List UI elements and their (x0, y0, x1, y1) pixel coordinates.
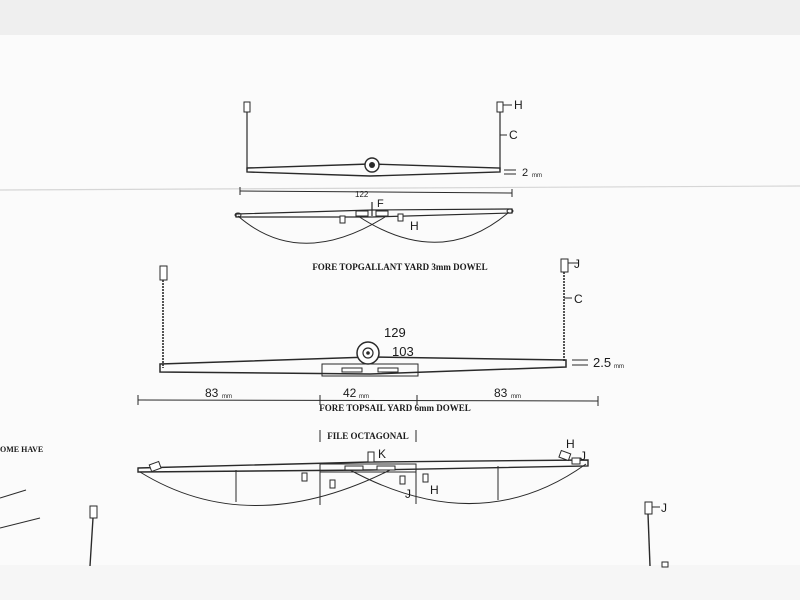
lower-label-h-mid: H (430, 483, 439, 497)
topgallant-label-h-top: H (514, 98, 523, 112)
topsail-label-103: 103 (392, 344, 414, 359)
topgallant-label-dim: 2 (522, 167, 528, 179)
topsail-label-j-top: J (574, 257, 580, 271)
topsail-dim-center: 42 (343, 386, 357, 400)
topgallant-dimension-line (239, 187, 513, 197)
lower-label-j-right: J (580, 449, 586, 463)
sheet-top-edge (0, 0, 800, 35)
side-note-text: OME HAVE (0, 445, 43, 454)
topgallant-label-dim-unit: mm (532, 173, 542, 179)
topsail-label-c: C (574, 292, 583, 306)
topgallant-label-c: C (509, 128, 518, 142)
topsail-label-dim: 2.5 (593, 355, 611, 370)
topgallant-label-h-bottom: H (410, 219, 419, 233)
topsail-dim-left-unit: mm (222, 394, 232, 400)
paper-fold-line (0, 185, 800, 191)
topsail-caption: FORE TOPSAIL YARD 6mm DOWEL (319, 403, 471, 413)
bottom-label-j: J (661, 501, 667, 515)
bottom-left-pole (89, 505, 98, 567)
left-margin-lines (0, 489, 41, 529)
topsail-dim-center-unit: mm (359, 394, 369, 400)
topsail-dim-left: 83 (205, 386, 219, 400)
lower-label-j-mid: J (405, 487, 411, 501)
bottom-right-pole (644, 501, 669, 568)
topsail-dimension-line (137, 395, 599, 406)
topgallant-label-f: F (377, 198, 384, 210)
topgallant-yard-front-view (243, 101, 516, 177)
file-octagonal-bracket (319, 430, 417, 442)
topsail-dim-right: 83 (494, 386, 508, 400)
sheet-bottom-edge (0, 565, 800, 600)
topsail-label-dim-unit: mm (614, 364, 624, 370)
file-octagonal-note: FILE OCTAGONAL (327, 431, 409, 441)
topsail-dim-right-unit: mm (511, 394, 521, 400)
topgallant-partial-dim: 122 (355, 190, 369, 199)
lower-label-h-right: H (566, 437, 575, 451)
topsail-yard-front-view (159, 258, 588, 377)
topgallant-caption: FORE TOPGALLANT YARD 3mm DOWEL (312, 262, 487, 272)
paper-sheet (0, 35, 800, 600)
topgallant-yard-underside-view (234, 202, 514, 244)
topsail-label-129: 129 (384, 325, 406, 340)
lower-yard-underside-view (137, 449, 589, 506)
lower-label-k: K (378, 447, 386, 461)
